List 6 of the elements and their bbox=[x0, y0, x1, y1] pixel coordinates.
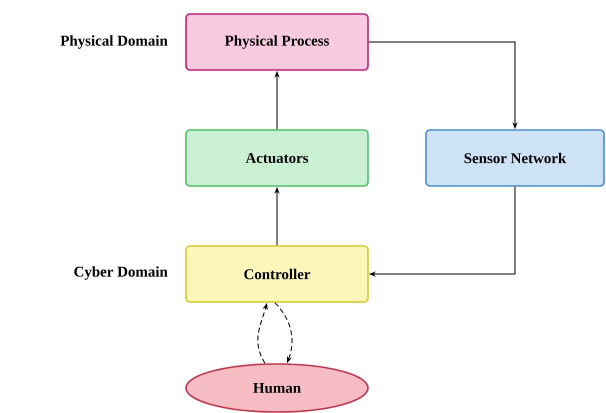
domain-label: Cyber Domain bbox=[74, 266, 168, 280]
process-box: Actuators bbox=[185, 129, 369, 187]
process-box: Sensor Network bbox=[425, 129, 605, 187]
process-box: Physical Process bbox=[185, 13, 369, 71]
process-box: Controller bbox=[185, 245, 369, 303]
domain-label: Physical Domain bbox=[60, 35, 168, 49]
